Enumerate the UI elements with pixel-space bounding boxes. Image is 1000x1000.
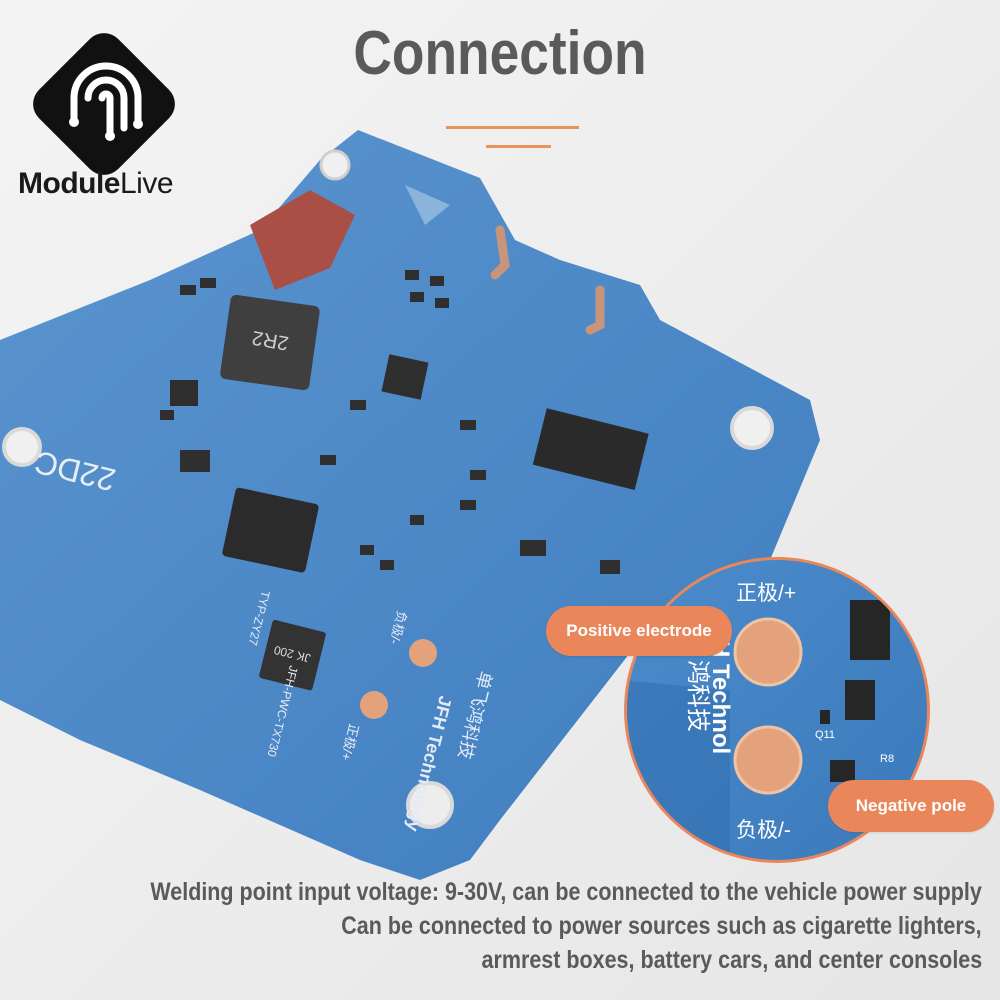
zoom-brand-cn: 鸿科技 bbox=[684, 660, 711, 732]
caption-line: Can be connected to power sources such a… bbox=[341, 912, 982, 940]
inductor bbox=[220, 294, 320, 391]
mounting-hole bbox=[406, 781, 454, 829]
page-title: Connection bbox=[353, 19, 647, 88]
mounting-hole bbox=[730, 406, 774, 450]
negative-pole-callout: Negative pole bbox=[828, 780, 994, 832]
solder-pad bbox=[409, 639, 437, 667]
zoom-pos-label: 正极/+ bbox=[736, 582, 796, 605]
svg-text:Q11: Q11 bbox=[815, 729, 835, 741]
positive-electrode-callout: Positive electrode bbox=[546, 606, 732, 656]
mounting-hole bbox=[319, 149, 351, 181]
mounting-hole bbox=[2, 427, 42, 467]
svg-text:R8: R8 bbox=[880, 753, 894, 765]
title-underline bbox=[486, 145, 551, 148]
title-underline bbox=[446, 126, 579, 129]
mosfet bbox=[222, 487, 319, 573]
ic-chip bbox=[532, 408, 649, 490]
solder-pad bbox=[360, 691, 388, 719]
logo-wordmark: ModuleLive bbox=[18, 167, 174, 200]
caption-line: armrest boxes, battery cars, and center … bbox=[481, 946, 982, 974]
jk-component bbox=[259, 619, 326, 691]
negative-pad bbox=[733, 725, 803, 795]
film-capacitor bbox=[250, 190, 355, 290]
zoom-brand-en: H Technol bbox=[707, 640, 734, 754]
board-outline bbox=[0, 130, 820, 880]
positive-pad bbox=[733, 617, 803, 687]
zoom-neg-label: 负极/- bbox=[736, 819, 791, 842]
logo-icon bbox=[69, 62, 143, 141]
caption-line: Welding point input voltage: 9-30V, can … bbox=[150, 878, 982, 906]
